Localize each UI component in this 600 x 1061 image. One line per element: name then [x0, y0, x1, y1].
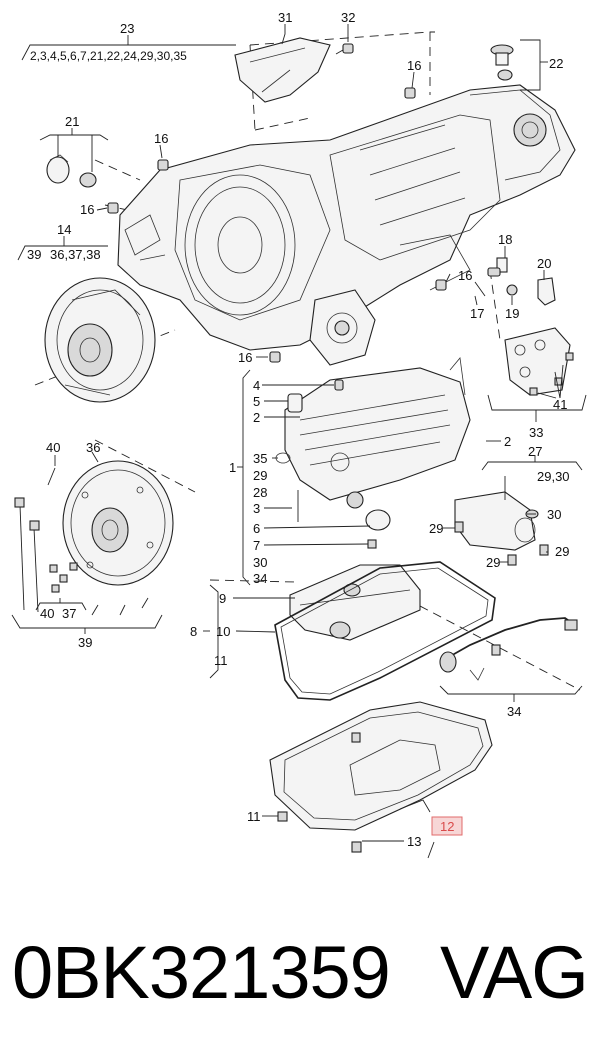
callout-41: 41: [553, 397, 567, 412]
callout-22: 22: [549, 56, 563, 71]
callout-31: 31: [278, 10, 292, 25]
callout-9: 9: [219, 591, 226, 606]
part-37-40-bolts: [14, 467, 149, 616]
callout-11-lower: 11: [247, 809, 261, 824]
callout-16-top: 16: [407, 58, 421, 73]
part-27-solenoid: [454, 491, 549, 566]
callout-7: 7: [253, 538, 260, 553]
callout-30-right: 30: [547, 507, 561, 522]
callout-2-right: 2: [504, 434, 511, 449]
callout-14: 14: [57, 222, 71, 237]
callout-23: 23: [120, 21, 134, 36]
callout-29-left: 29: [253, 468, 267, 483]
part-16-plugs: [107, 87, 447, 363]
callout-30-left: 30: [253, 555, 267, 570]
callout-11-upper: 11: [214, 653, 228, 668]
part-32-bolt: [335, 43, 354, 55]
callout-40-top: 40: [46, 440, 60, 455]
callout-29-30: 29,30: [537, 469, 570, 484]
callout-28: 28: [253, 485, 267, 500]
callout-36: 36: [86, 440, 100, 455]
part-12-oil-pan: [269, 701, 493, 853]
part-36-drive-plate: [62, 460, 174, 586]
callout-10: 10: [216, 624, 230, 639]
callout-29-solenoid: 29: [429, 521, 443, 536]
part-22-breather: [490, 44, 514, 81]
callout-16-bottom: 16: [238, 350, 252, 365]
part-number-text: 0BK321359: [12, 931, 391, 1014]
part-10-gasket: [274, 561, 496, 701]
callout-32: 32: [341, 10, 355, 25]
callout-29-right: 29: [555, 544, 569, 559]
callout-12: 12: [440, 819, 454, 834]
callout-3: 3: [253, 501, 260, 516]
callout-29-lower: 29: [486, 555, 500, 570]
callout-19: 19: [505, 306, 519, 321]
callout-2: 2: [253, 410, 260, 425]
callout-27: 27: [528, 444, 542, 459]
callout-13: 13: [407, 834, 421, 849]
callout-33: 33: [529, 425, 543, 440]
callout-39: 39: [78, 635, 92, 650]
manufacturer-text: VAG: [440, 931, 589, 1014]
callout-labels: 23 2,3,4,5,6,7,21,22,24,29,30,35 31 32 1…: [27, 10, 570, 849]
callout-35: 35: [253, 451, 267, 466]
part-34-wiring: [439, 617, 578, 681]
part-1-valve-body: [275, 357, 471, 549]
callout-34-right: 34: [507, 704, 521, 719]
callout-1: 1: [229, 460, 236, 475]
callout-17: 17: [470, 306, 484, 321]
callout-14-left: 39: [27, 247, 41, 262]
callout-21: 21: [65, 114, 79, 129]
callout-16-left: 16: [80, 202, 94, 217]
callout-16-right: 16: [458, 268, 472, 283]
part-21-plugs: [46, 154, 97, 188]
part-14-torque-converter: [44, 277, 156, 403]
callout-34-left: 34: [253, 571, 267, 586]
callout-14-right: 36,37,38: [50, 247, 101, 262]
callout-4: 4: [253, 378, 260, 393]
part-12-highlight-box: [431, 816, 463, 836]
callout-18: 18: [498, 232, 512, 247]
callout-6: 6: [253, 521, 260, 536]
callout-5: 5: [253, 394, 260, 409]
transmission-housing: [117, 84, 576, 366]
callout-16-upper-left: 16: [154, 131, 168, 146]
exploded-parts-diagram: 23 2,3,4,5,6,7,21,22,24,29,30,35 31 32 1…: [11, 10, 587, 859]
callout-37: 37: [62, 606, 76, 621]
part-31-cover: [234, 37, 331, 103]
callout-20: 20: [537, 256, 551, 271]
callout-23-list: 2,3,4,5,6,7,21,22,24,29,30,35: [30, 49, 187, 63]
callout-40-bottom: 40: [40, 606, 54, 621]
part-9-filter: [289, 564, 421, 641]
part-33-bracket: [504, 327, 574, 396]
callout-8: 8: [190, 624, 197, 639]
leader-lines: [11, 24, 587, 859]
part-17-20-small-parts: [474, 257, 556, 306]
